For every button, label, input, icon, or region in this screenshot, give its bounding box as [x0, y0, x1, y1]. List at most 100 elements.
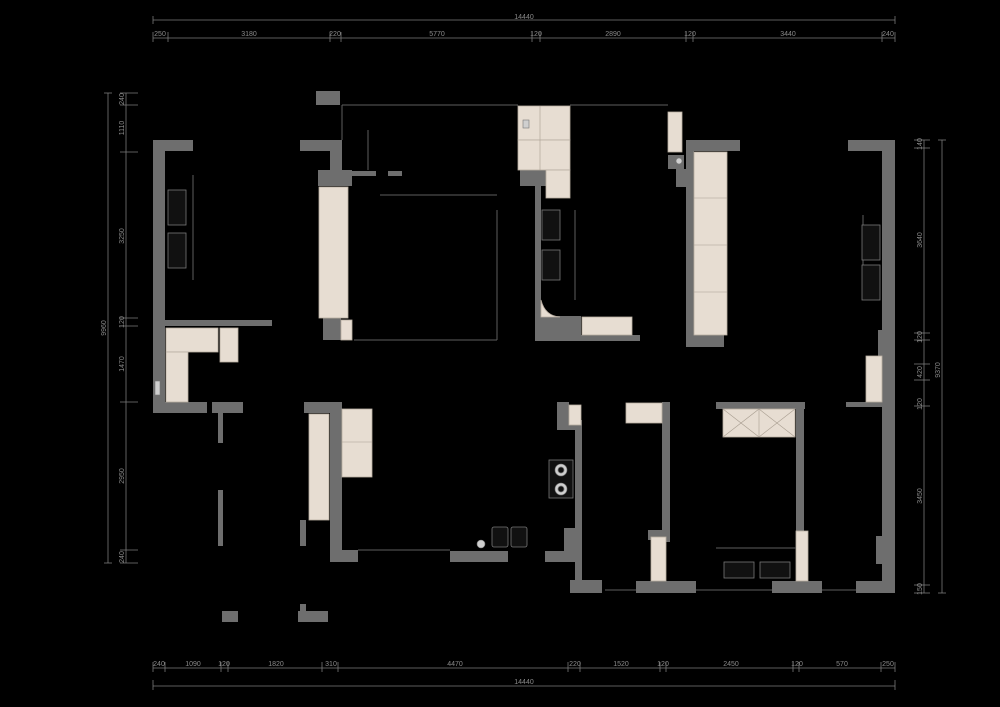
wall [662, 402, 670, 542]
wardrobe [308, 413, 330, 521]
right-dim-7: 150 [917, 583, 924, 595]
desk [581, 316, 633, 336]
cabinet [517, 139, 571, 171]
wall [545, 551, 567, 562]
tv-cabinet-icon [861, 224, 881, 261]
cabinet [650, 536, 667, 582]
top-dim-7: 120 [684, 31, 696, 38]
wardrobe [693, 151, 728, 336]
left-dim-1: 240 [119, 93, 126, 105]
left-dim-2: 1110 [119, 121, 126, 136]
top-dim-6: 2890 [605, 31, 621, 38]
wall [330, 550, 358, 562]
tv-cabinet-icon [861, 264, 881, 301]
wall [846, 402, 882, 407]
wall [636, 581, 696, 593]
wall [318, 170, 352, 186]
wall [580, 335, 640, 341]
wall [153, 402, 207, 413]
wall [535, 316, 581, 341]
wall [330, 140, 342, 170]
wall [716, 402, 805, 409]
top-dim-9: 240 [882, 31, 894, 38]
bottom-dim-1: 240 [153, 661, 165, 668]
sink-icon [476, 526, 528, 549]
fixtures [154, 119, 881, 579]
top-total-dimension: 14440 [514, 14, 534, 21]
right-dim-2: 3640 [917, 232, 924, 248]
wall [388, 171, 402, 176]
tv-cabinet-icon [167, 189, 187, 226]
bottom-dim-7: 220 [569, 661, 581, 668]
top-dim-8: 3440 [780, 31, 796, 38]
right-total-dimension: 9370 [935, 362, 942, 378]
cabinet [545, 169, 571, 199]
cabinet [667, 111, 683, 153]
cabinet [865, 355, 883, 403]
right-dim-3: 120 [917, 331, 924, 343]
wall [686, 335, 724, 347]
right-dim-1: 140 [917, 138, 924, 150]
outlet-icon [154, 380, 161, 396]
top-dim-5: 120 [530, 31, 542, 38]
shelf-icon [541, 209, 561, 241]
cabinet [795, 530, 809, 582]
bottom-dim-5: 310 [325, 661, 337, 668]
left-dim-6: 2950 [119, 468, 126, 484]
desk-corner [540, 299, 561, 318]
wall [316, 91, 340, 105]
left-dimension-chain: 9960 240 1110 3250 120 1470 2950 240 [101, 92, 138, 564]
cabinet [625, 402, 663, 424]
top-dim-2: 3180 [241, 31, 257, 38]
wall [575, 420, 582, 590]
wall [300, 140, 342, 151]
wall [882, 140, 895, 198]
wall [352, 171, 376, 176]
bottom-total-dimension: 14440 [514, 679, 534, 686]
wall [882, 356, 895, 406]
l-shaped-cabinet [165, 327, 219, 353]
bottom-dimension-chain: 240 1090 120 1820 310 4470 220 1520 120 … [152, 661, 896, 690]
wall [300, 604, 306, 612]
top-dim-3: 220 [329, 31, 341, 38]
cabinet [568, 404, 582, 426]
wall [300, 520, 306, 546]
tv-cabinet-icon [167, 232, 187, 269]
left-total-dimension: 9960 [101, 320, 108, 336]
left-dim-3: 3250 [119, 228, 126, 244]
cooktop-icon [548, 459, 574, 499]
bottom-dim-2: 1090 [185, 661, 201, 668]
wall [876, 536, 895, 564]
cabinet [340, 319, 353, 341]
wall [772, 581, 822, 593]
wall [686, 140, 694, 338]
wall [856, 581, 895, 593]
wall [153, 140, 193, 151]
wall [686, 140, 740, 151]
wall [570, 580, 602, 593]
washbasin-icon [759, 561, 791, 579]
left-dim-5: 1470 [119, 356, 126, 372]
wall [535, 186, 541, 316]
top-dim-1: 250 [154, 31, 166, 38]
left-dim-4: 120 [119, 316, 126, 328]
wall [882, 406, 895, 536]
bottom-dim-9: 120 [657, 661, 669, 668]
bottom-dim-3: 120 [218, 661, 230, 668]
wall [218, 490, 223, 546]
top-dimension-chain: 14440 250 3180 220 5770 120 2890 120 344… [152, 14, 896, 42]
washbasin-icon [723, 561, 755, 579]
bottom-dim-8: 1520 [613, 661, 629, 668]
bottom-dim-6: 4470 [447, 661, 463, 668]
wardrobe [318, 186, 349, 319]
right-dim-6: 3450 [917, 488, 924, 504]
bottom-dim-13: 250 [882, 661, 894, 668]
wall [304, 402, 342, 413]
top-dim-4: 5770 [429, 31, 445, 38]
bottom-dim-10: 2450 [723, 661, 739, 668]
wall [878, 330, 895, 356]
wall [450, 551, 508, 562]
bottom-dim-4: 1820 [268, 661, 284, 668]
right-dim-5: 120 [917, 398, 924, 410]
